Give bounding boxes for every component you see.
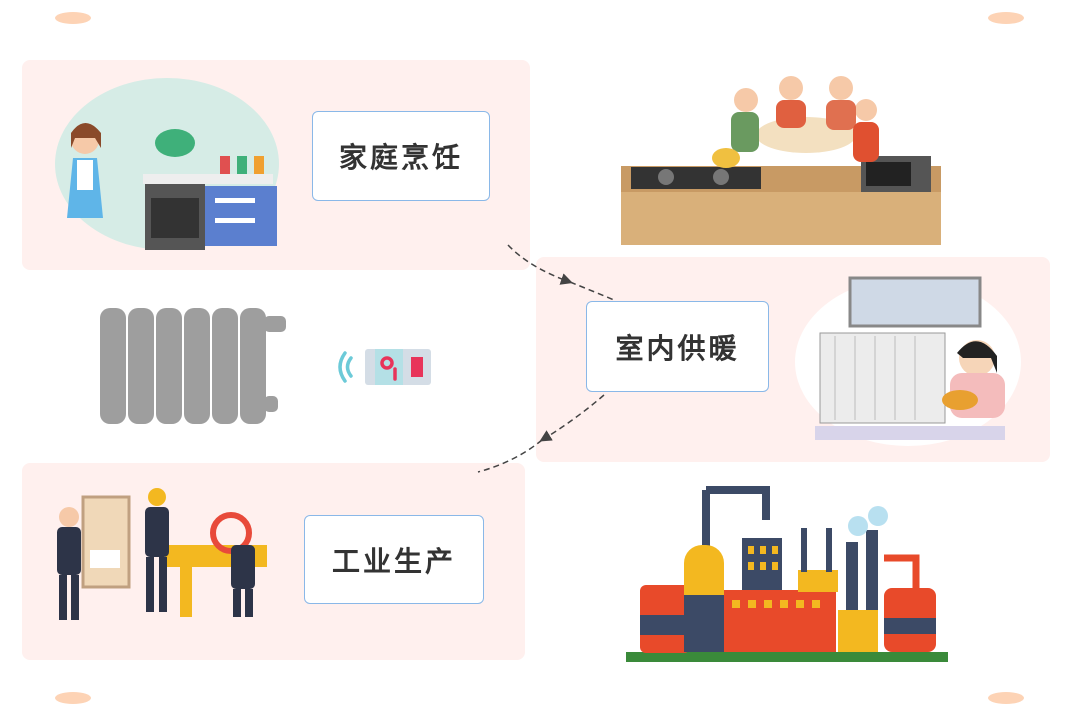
factory-illustration [626, 486, 948, 662]
kitchen-illustration [55, 78, 279, 250]
family-dining-illustration [621, 76, 941, 245]
smart-thermostat-icon [338, 349, 431, 385]
industrial-workers-illustration [57, 488, 267, 620]
cooking-label: 家庭烹饪 [312, 111, 490, 201]
decor-dot-top-left [55, 12, 91, 24]
industry-label: 工业生产 [304, 515, 484, 604]
decor-dot-bottom-right [988, 692, 1024, 704]
decor-dot-bottom-left [55, 692, 91, 704]
decor-dot-top-right [988, 12, 1024, 24]
radiator-icon [100, 308, 286, 424]
warm-room-illustration [795, 276, 1021, 446]
heating-label: 室内供暖 [586, 301, 769, 392]
